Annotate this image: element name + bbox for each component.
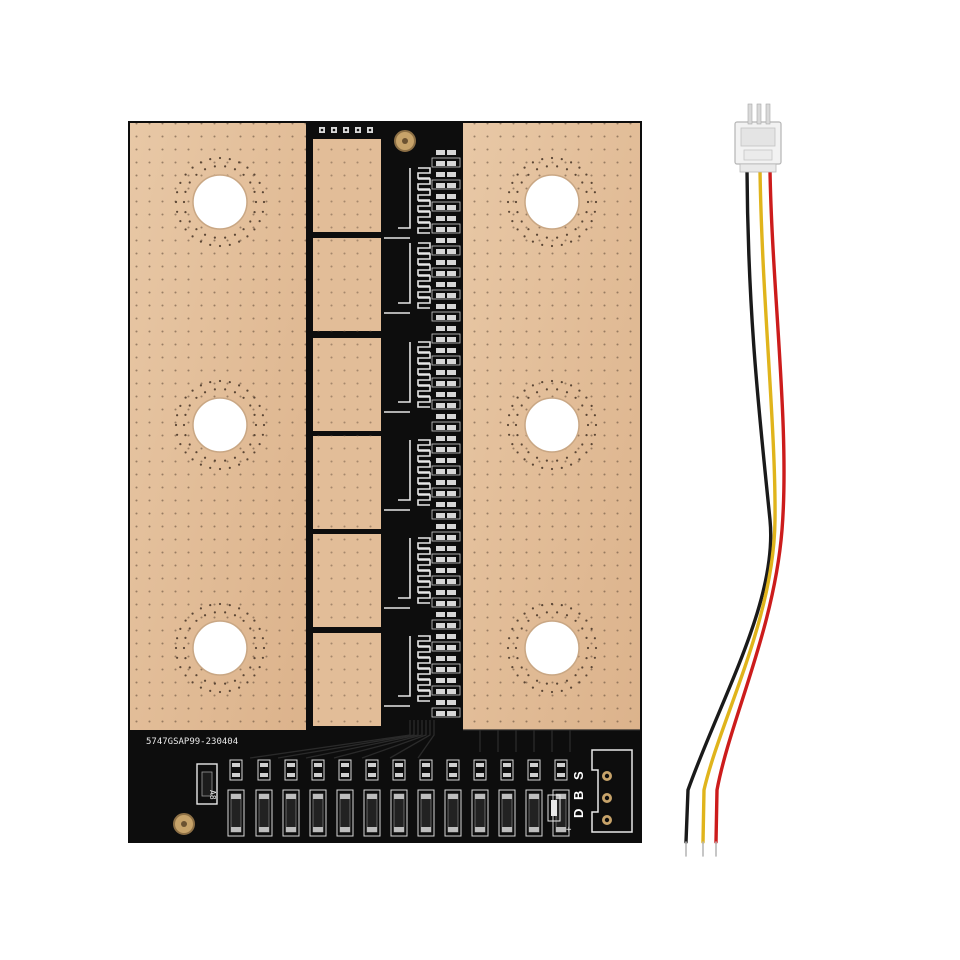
jst-connector	[734, 103, 782, 173]
resistor-outline	[500, 759, 514, 781]
hole-via-rings	[174, 156, 598, 694]
polarity-marking: +	[566, 825, 572, 835]
bottom-components	[227, 759, 570, 837]
wire-tips	[685, 841, 717, 857]
center-pad-column	[306, 123, 383, 730]
resistor-outline	[338, 759, 352, 781]
plane-gap	[306, 123, 312, 730]
resistor-outline	[229, 759, 243, 781]
balance-cable	[684, 103, 786, 857]
capacitor-outline	[417, 789, 435, 837]
resistor-outline	[446, 759, 460, 781]
black-wire	[684, 168, 773, 844]
port-label-b: B	[571, 791, 586, 800]
resistor-outline	[365, 759, 379, 781]
balance-port: D B S +	[566, 749, 633, 835]
capacitor-outline	[309, 789, 327, 837]
mounting-hole	[524, 174, 580, 230]
serpentine	[398, 439, 431, 506]
diode-marking: A8	[208, 790, 217, 800]
channel-components	[431, 150, 461, 718]
red-wire	[714, 168, 786, 844]
mounting-hole	[524, 397, 580, 453]
mounting-hole	[192, 174, 248, 230]
resistor-outline	[284, 759, 298, 781]
port-label-d: D	[571, 809, 586, 818]
serpentine	[398, 341, 431, 408]
resistor-outline	[311, 759, 325, 781]
serpentine	[398, 635, 431, 702]
port-label-s: S	[571, 771, 586, 780]
led-outline	[547, 794, 561, 822]
resistor-outline	[419, 759, 433, 781]
yellow-wire	[701, 168, 777, 844]
pcb-board: 5747GSAP99-230404 A8 D B S +	[128, 121, 642, 843]
diode-component: A8	[196, 763, 218, 805]
resistor-outline	[554, 759, 568, 781]
mounting-hole	[524, 620, 580, 676]
sense-traces	[249, 720, 640, 759]
resistor-outline	[527, 759, 541, 781]
serial-marking: 5747GSAP99-230404	[146, 737, 238, 747]
capacitor-outline	[471, 789, 489, 837]
mounting-hole	[192, 397, 248, 453]
capacitor-outline	[498, 789, 516, 837]
capacitor-outline	[336, 789, 354, 837]
serpentine-traces	[384, 167, 431, 707]
resistor-outline	[392, 759, 406, 781]
capacitor-outline	[390, 789, 408, 837]
capacitor-outline	[444, 789, 462, 837]
serpentine	[398, 242, 431, 309]
mounting-holes	[192, 174, 580, 676]
capacitor-outline	[363, 789, 381, 837]
capacitor-outline	[525, 789, 543, 837]
serpentine	[398, 537, 431, 604]
resistor-outline	[473, 759, 487, 781]
capacitor-outline	[255, 789, 273, 837]
header-pins-top	[319, 127, 373, 133]
capacitor-outline	[282, 789, 300, 837]
serpentine	[398, 167, 431, 234]
capacitor-outline	[227, 789, 245, 837]
resistor-outline	[257, 759, 271, 781]
mounting-hole	[192, 620, 248, 676]
